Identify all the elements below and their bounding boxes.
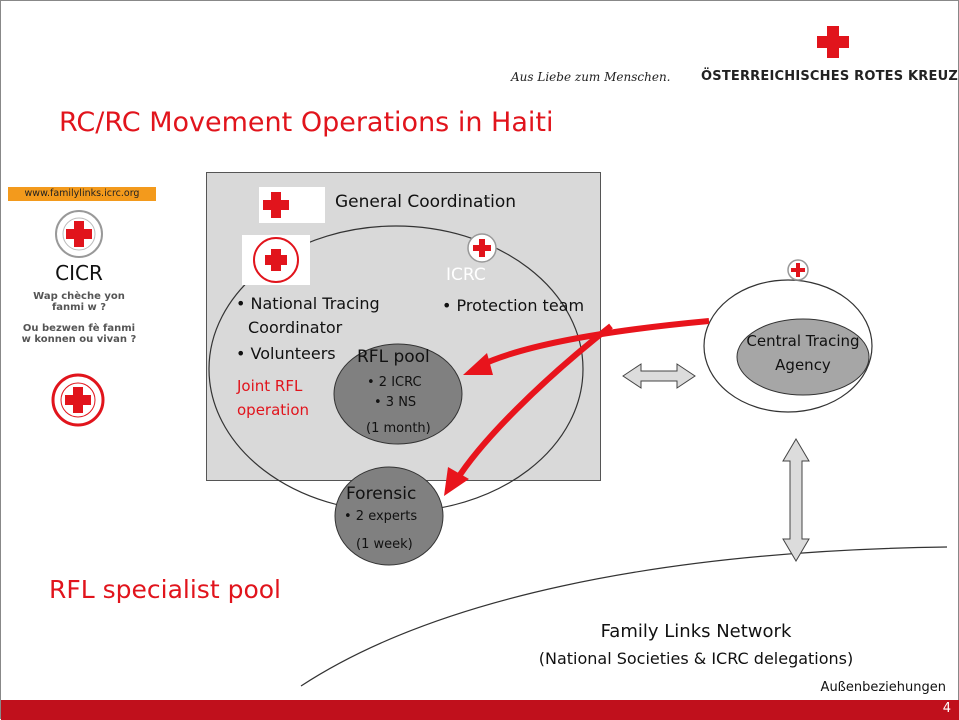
cta-inner-ellipse <box>736 318 870 396</box>
cta-label-line2: Agency <box>775 356 831 374</box>
red-arrow-to-forensic-head <box>444 467 469 496</box>
red-cross-logo-icon <box>817 26 849 58</box>
forensic-line-experts: • 2 experts <box>344 509 418 524</box>
organization-name: ÖSTERREICHISCHES ROTES KREUZ <box>701 69 958 84</box>
rfl-pool-line-ns: • 3 NS <box>374 395 417 410</box>
footer-bar <box>1 700 959 720</box>
haitian-rc-emblem-icon <box>51 373 105 427</box>
icrc-label: ICRC <box>446 265 486 285</box>
red-cross-crescent-icon <box>259 187 325 223</box>
joint-rfl-operation-label: operation <box>237 401 310 419</box>
icrc-small-emblem-icon <box>467 233 497 263</box>
cta-icrc-label: ICRC <box>777 285 810 301</box>
forensic-title: Forensic <box>346 484 417 504</box>
cicr-label: CICR <box>55 261 103 285</box>
family-links-subtitle: (National Societies & ICRC delegations) <box>538 649 854 668</box>
page-title: RC/RC Movement Operations in Haiti <box>59 107 554 138</box>
ns-item-national-tracing: • National Tracing <box>236 294 380 313</box>
protection-team-label: • Protection team <box>442 296 585 315</box>
joint-rfl-label: Joint RFL <box>237 377 303 395</box>
forensic-line-duration: (1 week) <box>356 537 413 552</box>
vertical-double-arrow <box>782 438 810 562</box>
cta-icrc-emblem-icon <box>787 259 809 281</box>
rfl-pool-title: RFL pool <box>357 347 430 367</box>
forensic-circle <box>334 466 444 566</box>
family-links-title: Family Links Network <box>600 621 792 642</box>
rfl-pool-circle <box>333 343 463 445</box>
rfl-pool-line-icrc: • 2 ICRC <box>367 375 422 390</box>
motto: Aus Liebe zum Menschen. <box>511 70 671 84</box>
red-arrow-to-pool-head <box>463 353 493 375</box>
rfl-specialist-pool: RFL specialist pool <box>49 575 281 604</box>
general-coordination-label: General Coordination <box>335 192 517 212</box>
ns-item-coordinator: Coordinator <box>248 318 343 337</box>
department-label: Außenbeziehungen <box>820 680 946 695</box>
question-find-family: Wap chèche yon fanmi w ? <box>33 291 125 313</box>
website-badge: www.familylinks.icrc.org <box>8 187 156 201</box>
ns-item-volunteers: • Volunteers <box>236 344 336 363</box>
horizontal-double-arrow <box>622 363 696 389</box>
rfl-pool-line-duration: (1 month) <box>366 421 431 436</box>
red-arrow-to-forensic <box>453 323 613 483</box>
family-links-curve <box>300 546 948 687</box>
icrc-emblem-icon <box>55 210 103 258</box>
red-arrow-to-pool <box>477 318 710 369</box>
question-alive: Ou bezwen fè fanmi w konnen ou vivan ? <box>21 323 137 345</box>
cta-label-line1: Central Tracing <box>746 332 860 350</box>
haitian-rc-logo-icon <box>242 235 310 285</box>
page-number: 4 <box>942 701 951 716</box>
